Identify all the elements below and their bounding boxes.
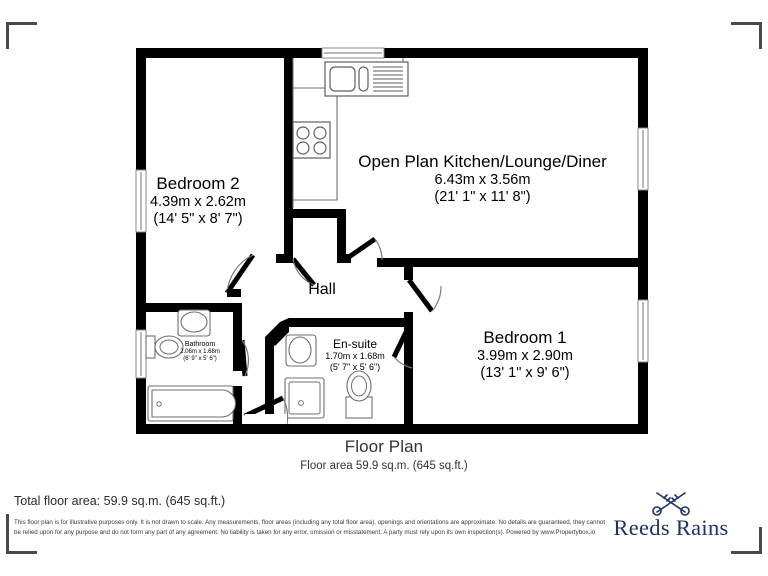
room-name-hall: Hall xyxy=(308,281,336,298)
room-dimensions-imperial-open-plan-kitchen: (21' 1" x 11' 8") xyxy=(434,189,531,206)
total-floor-area-text: Total floor area: 59.9 sq.m. (645 sq.ft.… xyxy=(14,494,226,508)
crossed-keys-icon xyxy=(652,492,690,516)
hall-cupboard-wall-top xyxy=(293,209,346,218)
basin-icon-bathroom xyxy=(177,309,211,337)
window-kitchen-right xyxy=(637,127,649,191)
room-dimensions-bedroom-2: 4.39m x 2.62m xyxy=(150,194,246,211)
room-dimensions-imperial-bedroom-2: (14' 5" x 8' 7") xyxy=(153,211,243,228)
corner-mark-bottom-right xyxy=(731,527,762,554)
interior-wall-ensuite-top xyxy=(289,318,413,327)
toilet-icon-bathroom xyxy=(145,335,184,359)
door-bedroom1 xyxy=(406,278,442,313)
room-label-bathroom: Bathroom 2.06m x 1.68m (6' 9" x 5' 6") xyxy=(150,341,250,363)
basin-icon-ensuite xyxy=(285,334,317,367)
room-label-bedroom-1: Bedroom 1 3.99m x 2.90m (13' 1" x 9' 6") xyxy=(410,328,640,382)
room-label-en-suite: En-suite 1.70m x 1.68m (5' 7" x 5' 6") xyxy=(300,337,410,372)
toilet-icon-ensuite xyxy=(345,370,373,419)
floor-plan-drawing xyxy=(135,47,649,434)
room-label-bedroom-2: Bedroom 2 4.39m x 2.62m (14' 5" x 8' 7") xyxy=(108,174,288,228)
room-dimensions-imperial-en-suite: (5' 7" x 5' 6") xyxy=(329,361,381,372)
window-bedroom2-left xyxy=(135,169,147,233)
hob-icon xyxy=(292,121,331,159)
room-label-hall: Hall xyxy=(262,281,382,300)
room-name-en-suite: En-suite xyxy=(332,337,378,351)
hall-cupboard-wall-right xyxy=(337,209,346,263)
shower-tray-icon xyxy=(284,377,325,419)
room-dimensions-en-suite: 1.70m x 1.68m xyxy=(325,351,385,362)
door-bedroom2 xyxy=(224,253,256,297)
interior-wall-bathroom-top xyxy=(146,303,242,312)
interior-wall-kitchen-bedroom1 xyxy=(377,258,638,267)
interior-wall-bathroom-right xyxy=(233,303,242,371)
room-dimensions-bedroom-1: 3.99m x 2.90m xyxy=(477,348,573,365)
room-name-bedroom-2: Bedroom 2 xyxy=(156,174,240,193)
window-bedroom1-right xyxy=(637,299,649,363)
door-bathroom xyxy=(239,339,250,377)
door-entrance xyxy=(243,395,289,425)
room-dimensions-open-plan-kitchen: 6.43m x 3.56m xyxy=(434,172,531,189)
door-kitchen-lounge xyxy=(344,236,383,262)
room-label-open-plan-kitchen: Open Plan Kitchen/Lounge/Diner 6.43m x 3… xyxy=(340,152,625,206)
room-name-bedroom-1: Bedroom 1 xyxy=(483,328,567,347)
footer: Total floor area: 59.9 sq.m. (645 sq.ft.… xyxy=(0,488,768,576)
room-dimensions-imperial-bedroom-1: (13' 1" x 9' 6") xyxy=(480,365,570,382)
footer-divider xyxy=(6,514,9,548)
room-name-bathroom: Bathroom xyxy=(184,341,216,348)
door-jamb-bedroom2 xyxy=(276,254,293,263)
interior-wall-ensuite-left xyxy=(265,337,274,424)
plan-floor-area: Floor area 59.9 sq.m. (645 sq.ft.) xyxy=(300,460,468,472)
door-hall-cupboard xyxy=(291,257,316,287)
room-dimensions-bathroom: 2.06m x 1.68m xyxy=(180,349,220,356)
sink-icon xyxy=(324,61,409,97)
bathtub-icon xyxy=(147,385,237,422)
window-bathroom-left xyxy=(135,329,147,379)
window-kitchen-top xyxy=(321,47,385,59)
corner-mark-top-right xyxy=(731,22,762,49)
interior-wall-bedroom2-kitchen xyxy=(284,58,293,263)
interior-wall-ensuite-bedroom1 xyxy=(404,312,413,424)
door-jamb-bathroom xyxy=(233,386,242,424)
disclaimer-text: This floor plan is for illustrative purp… xyxy=(14,519,606,537)
brand-logo: Reeds Rains xyxy=(596,490,746,541)
door-jamb-cupboard xyxy=(337,254,351,263)
brand-name: Reeds Rains xyxy=(613,515,729,540)
plan-caption: Floor Plan Floor area 59.9 sq.m. (645 sq… xyxy=(0,437,768,472)
room-dimensions-imperial-bathroom: (6' 9" x 5' 6") xyxy=(183,356,217,363)
door-ensuite xyxy=(391,324,413,369)
plan-title: Floor Plan xyxy=(344,437,424,456)
door-jamb-bedroom1 xyxy=(404,258,413,280)
room-name-open-plan-kitchen: Open Plan Kitchen/Lounge/Diner xyxy=(358,152,607,171)
corner-mark-top-left xyxy=(6,22,37,49)
